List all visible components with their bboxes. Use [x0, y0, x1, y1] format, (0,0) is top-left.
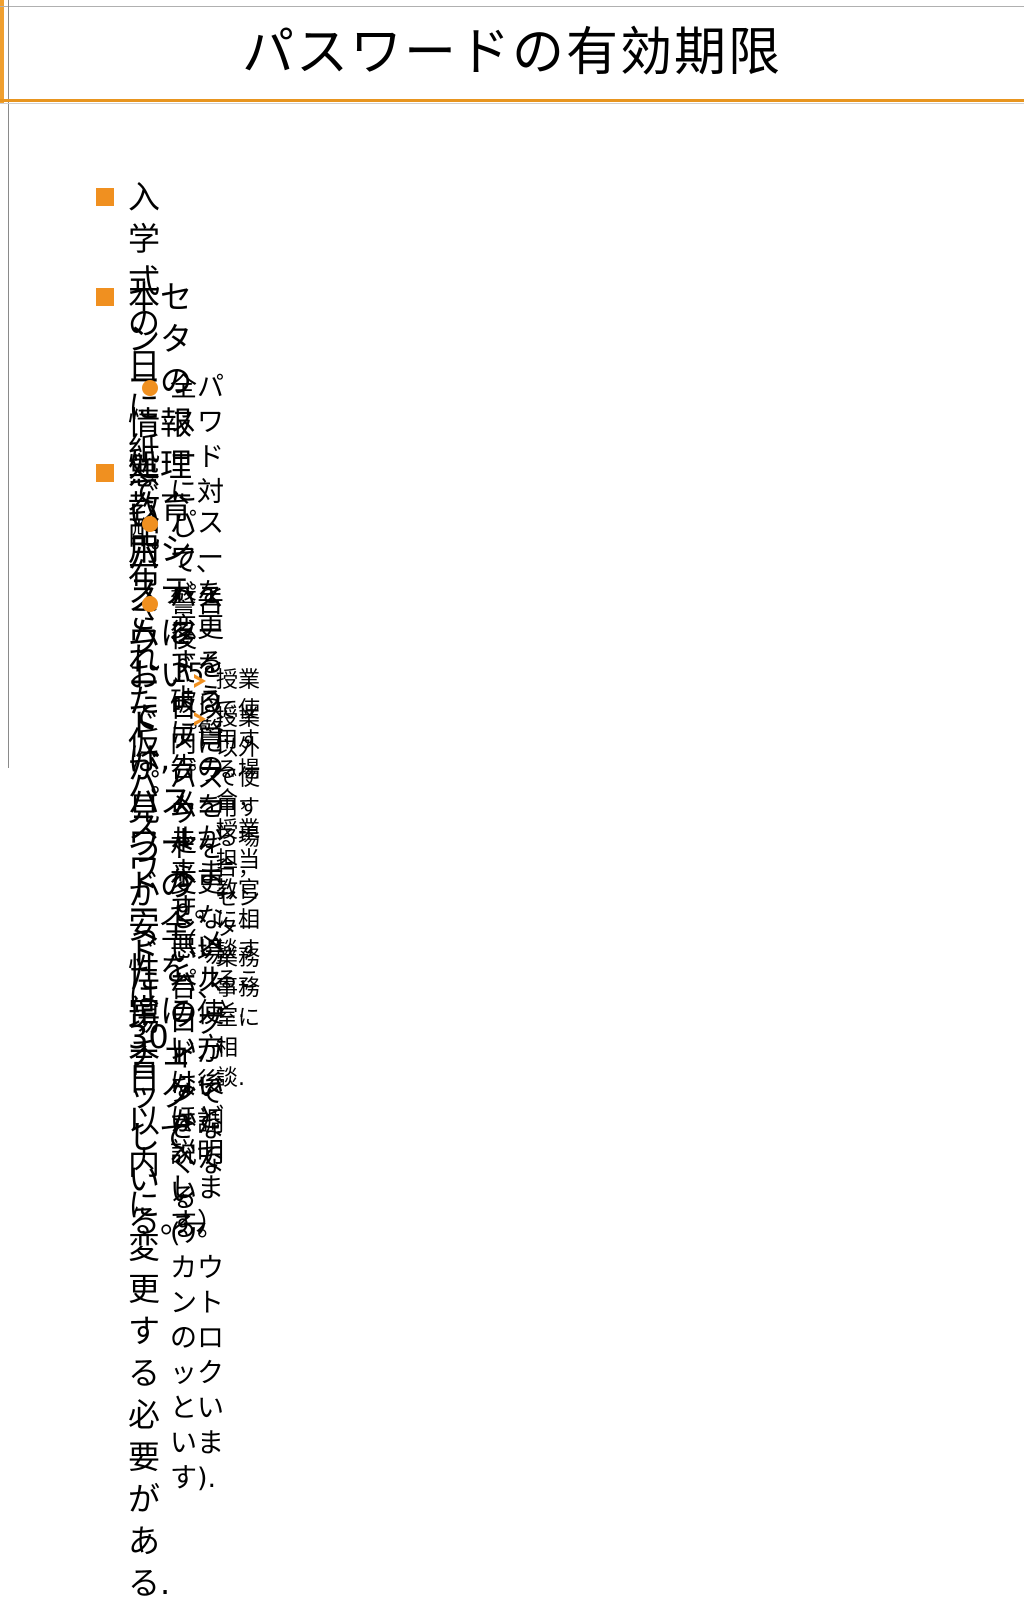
bullet-item: 入学式の日に紙で配布された仮パスワードは30日 以内に変更する必要がある.: [96, 176, 170, 1604]
left-border-line: [8, 0, 9, 768]
square-bullet-icon: [96, 188, 114, 206]
square-bullet-icon: [96, 288, 114, 306]
sub-sub-bullet-text: 授業以外で使用する場合，センター業務事務室に相談.: [216, 706, 261, 1091]
arrow-bullet-icon: [194, 712, 206, 726]
sub-bullet-text: 警告後15日以内にパスワードを変更しない場合、ログイ ンできなくなる(アカウント…: [170, 588, 224, 1494]
bullet-item: 悪いパスワードが見つかった場合: [96, 452, 160, 1082]
sub-bullet-text: 全パスワードに対して、パスワードを破るプログラムを走 らせ、悪いパスワードがない…: [170, 372, 224, 1243]
dot-bullet-icon: [142, 596, 158, 612]
title-underline-shadow: [0, 103, 1024, 104]
dot-bullet-icon: [142, 516, 158, 532]
sub-bullet-item: パスワードを変更するように警告のメールが来ます。 （メールの使い方は後ほど説明し…: [142, 506, 224, 1241]
top-border-line: [0, 6, 1024, 7]
dot-bullet-icon: [142, 380, 158, 396]
bullet-text: 本センターの情報処理教育用システムにおいては, パスワードの安全性を常にチェック…: [128, 278, 193, 1240]
title-underline: [0, 99, 1024, 102]
sub-sub-bullet-text: 授業で使用する場合，授業担当教官に相談すること.: [216, 668, 261, 1023]
bullet-text: 入学式の日に紙で配布された仮パスワードは30日 以内に変更する必要がある.: [128, 178, 171, 1602]
sub-bullet-item: 警告後15日以内にパスワードを変更しない場合、ログイ ンできなくなる(アカウント…: [142, 586, 224, 1496]
sub-sub-bullet-item: 授業以外で使用する場合，センター業務事務室に相談.: [194, 704, 260, 1094]
square-bullet-icon: [96, 464, 114, 482]
bullet-text: 悪いパスワードが見つかった場合: [128, 454, 161, 1080]
sub-bullet-item: 全パスワードに対して、パスワードを破るプログラムを走 らせ、悪いパスワードがない…: [142, 370, 224, 1245]
arrow-bullet-icon: [194, 674, 206, 688]
sub-bullet-text: パスワードを変更するように警告のメールが来ます。 （メールの使い方は後ほど説明し…: [170, 508, 224, 1239]
bullet-item: 本センターの情報処理教育用システムにおいては, パスワードの安全性を常にチェック…: [96, 276, 192, 1242]
left-accent-bar: [0, 0, 4, 104]
sub-sub-bullet-item: 授業で使用する場合，授業担当教官に相談すること.: [194, 666, 260, 1026]
slide-title: パスワードの有効期限: [241, 23, 782, 83]
